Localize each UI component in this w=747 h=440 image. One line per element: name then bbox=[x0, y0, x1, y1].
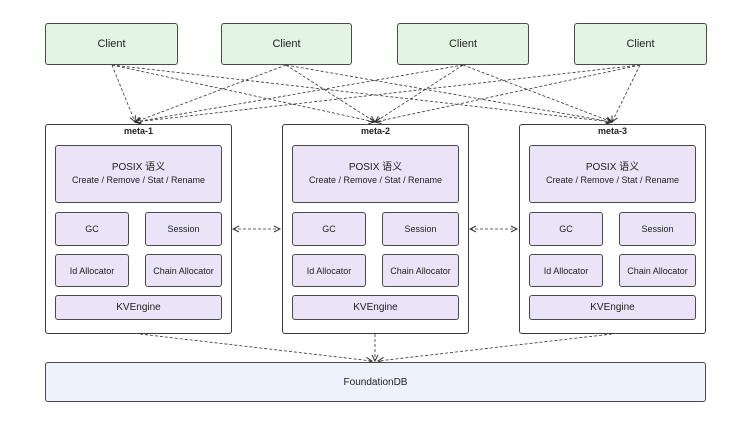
kvengine-label: KVEngine bbox=[353, 302, 398, 313]
posix-subtitle: Create / Remove / Stat / Rename bbox=[71, 175, 206, 185]
chain-allocator-module: Chain Allocator bbox=[382, 254, 459, 287]
gc-module: GC bbox=[55, 212, 129, 246]
kvengine-module: KVEngine bbox=[292, 295, 459, 320]
client-node-2: Client bbox=[221, 23, 352, 65]
gc-label: GC bbox=[85, 224, 99, 234]
kvengine-module: KVEngine bbox=[529, 295, 696, 320]
gc-label: GC bbox=[559, 224, 573, 234]
chain-allocator-label: Chain Allocator bbox=[390, 265, 451, 276]
session-label: Session bbox=[167, 224, 200, 234]
kvengine-label: KVEngine bbox=[590, 302, 635, 313]
kvengine-label: KVEngine bbox=[116, 302, 161, 313]
edge-meta1-fdb bbox=[139, 333, 372, 361]
id-allocator-label: Id Allocator bbox=[306, 265, 352, 276]
client-node-4: Client bbox=[574, 23, 707, 65]
session-module: Session bbox=[382, 212, 459, 246]
gc-module: GC bbox=[529, 212, 603, 246]
id-allocator-module: Id Allocator bbox=[529, 254, 603, 287]
chain-allocator-module: Chain Allocator bbox=[145, 254, 222, 287]
meta-title: meta-1 bbox=[123, 126, 153, 136]
gc-module: GC bbox=[292, 212, 366, 246]
meta-node-3: meta-3 POSIX 语义 Create / Remove / Stat /… bbox=[519, 124, 706, 334]
posix-title: POSIX 语义 bbox=[348, 162, 403, 173]
meta-node-2: meta-2 POSIX 语义 Create / Remove / Stat /… bbox=[282, 124, 469, 334]
posix-title: POSIX 语义 bbox=[585, 162, 640, 173]
edge-client3-meta3 bbox=[462, 64, 612, 122]
edge-client4-meta3 bbox=[612, 64, 641, 122]
meta-title: meta-2 bbox=[360, 126, 390, 136]
edge-client1-meta3 bbox=[111, 64, 612, 122]
id-allocator-label: Id Allocator bbox=[69, 265, 115, 276]
client-label: Client bbox=[448, 38, 478, 50]
kvengine-module: KVEngine bbox=[55, 295, 222, 320]
edge-client2-meta3 bbox=[285, 64, 612, 122]
edge-meta3-fdb bbox=[378, 333, 613, 361]
session-module: Session bbox=[619, 212, 696, 246]
session-label: Session bbox=[641, 224, 674, 234]
id-allocator-label: Id Allocator bbox=[543, 265, 589, 276]
posix-subtitle: Create / Remove / Stat / Rename bbox=[308, 175, 443, 185]
edge-client2-meta2 bbox=[285, 64, 375, 122]
client-label: Client bbox=[97, 38, 126, 50]
chain-allocator-label: Chain Allocator bbox=[153, 265, 214, 276]
session-label: Session bbox=[404, 224, 437, 234]
meta-node-1: meta-1 POSIX 语义 Create / Remove / Stat /… bbox=[45, 124, 232, 334]
client-label: Client bbox=[272, 38, 301, 50]
foundationdb-label: FoundationDB bbox=[343, 376, 408, 388]
client-label: Client bbox=[626, 38, 655, 50]
foundationdb-node: FoundationDB bbox=[45, 362, 706, 402]
posix-subtitle: Create / Remove / Stat / Rename bbox=[545, 175, 680, 185]
posix-module: POSIX 语义 Create / Remove / Stat / Rename bbox=[292, 145, 459, 203]
edge-client2-meta1 bbox=[135, 64, 287, 122]
edge-client1-meta1 bbox=[111, 64, 135, 122]
posix-title: POSIX 语义 bbox=[111, 162, 166, 173]
gc-label: GC bbox=[322, 224, 336, 234]
edge-client3-meta2 bbox=[375, 64, 464, 122]
posix-module: POSIX 语义 Create / Remove / Stat / Rename bbox=[529, 145, 696, 203]
id-allocator-module: Id Allocator bbox=[55, 254, 129, 287]
client-node-1: Client bbox=[45, 23, 178, 65]
chain-allocator-label: Chain Allocator bbox=[627, 265, 688, 276]
edge-client4-meta2 bbox=[375, 64, 641, 122]
chain-allocator-module: Chain Allocator bbox=[619, 254, 696, 287]
session-module: Session bbox=[145, 212, 222, 246]
client-node-3: Client bbox=[397, 23, 529, 65]
edge-client3-meta1 bbox=[135, 64, 464, 122]
id-allocator-module: Id Allocator bbox=[292, 254, 366, 287]
meta-title: meta-3 bbox=[597, 126, 627, 136]
posix-module: POSIX 语义 Create / Remove / Stat / Rename bbox=[55, 145, 222, 203]
